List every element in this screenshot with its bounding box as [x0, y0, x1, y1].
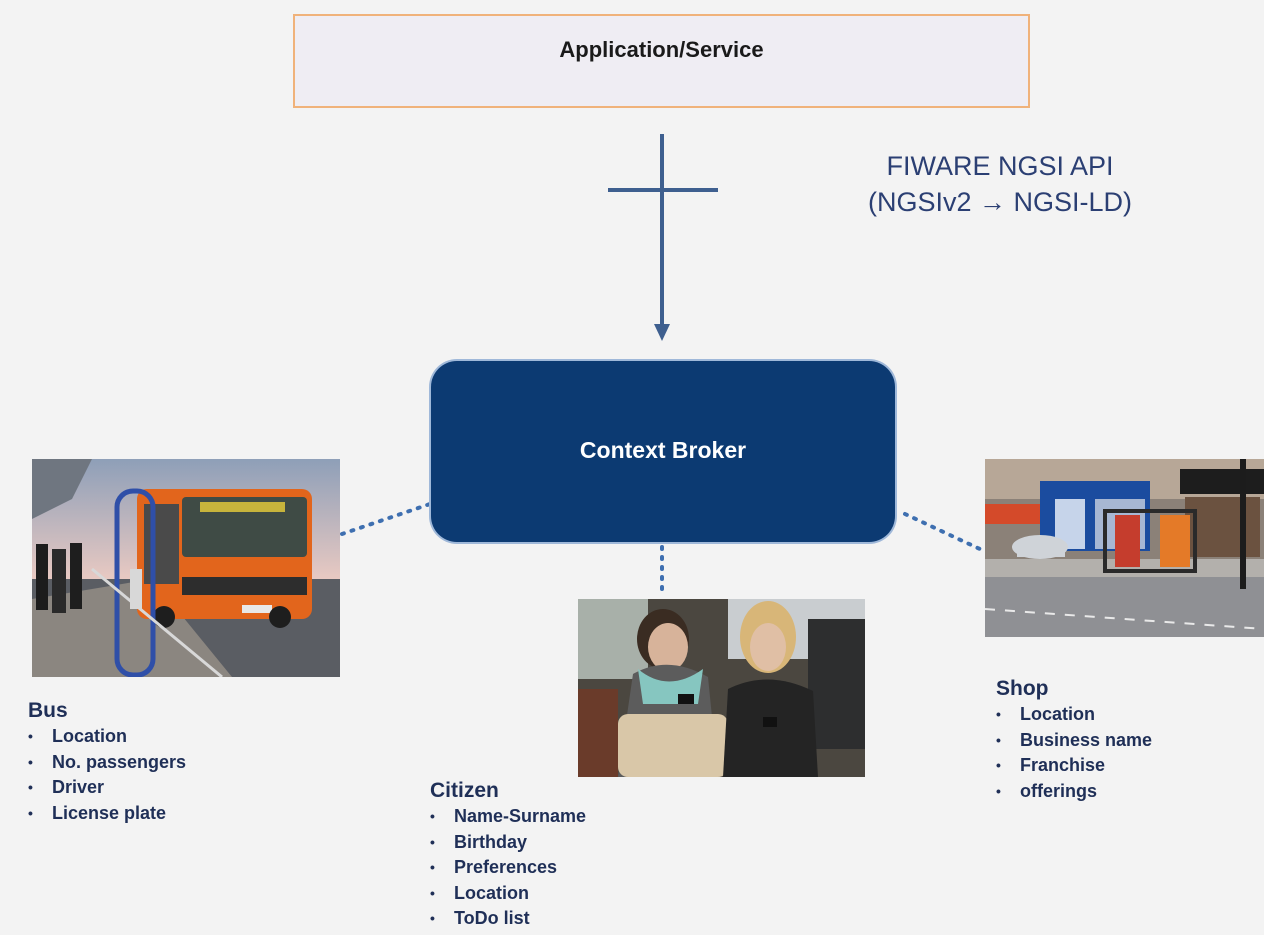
bus-attributes-list: • Location • No. passengers • Driver • Licen…	[28, 724, 186, 826]
list-item: • ToDo list	[430, 906, 586, 932]
bullet-icon: •	[28, 753, 33, 770]
citizen-attribute-location: Location	[454, 882, 529, 903]
bullet-icon: •	[430, 910, 435, 926]
bus-dotted-link	[340, 502, 432, 536]
bus-attribute-passengers: No. passengers	[52, 751, 187, 772]
shop-title: Shop	[996, 677, 1049, 700]
shop-attribute-franchise: Franchise	[1020, 755, 1106, 775]
shop-attribute-offerings: offerings	[1020, 780, 1098, 801]
context-broker-box: Context Broker	[431, 361, 895, 542]
list-item: • Franchise	[996, 753, 1152, 779]
bus-attribute-license-plate: License plate	[52, 802, 167, 823]
list-item: • Name-Surname	[430, 804, 586, 830]
shop-photo	[985, 459, 1264, 637]
shop-attribute-business-name: Business name	[1020, 729, 1153, 750]
bullet-icon: •	[996, 757, 1001, 773]
list-item: • Location	[28, 724, 186, 750]
api-label-line1: FIWARE NGSI API	[886, 151, 1114, 181]
bullet-icon: •	[430, 833, 435, 850]
bus-title: Bus	[28, 699, 68, 722]
bullet-icon: •	[996, 706, 1001, 722]
citizen-attribute-todo: ToDo list	[454, 908, 530, 928]
list-item: • offerings	[996, 779, 1152, 805]
list-item: • Driver	[28, 775, 186, 801]
shop-attribute-location: Location	[1020, 704, 1095, 724]
citizen-attributes-list: • Name-Surname • Birthday • Preferences • Lo…	[430, 804, 586, 932]
bullet-icon: •	[430, 884, 435, 901]
bus-attribute-location: Location	[52, 726, 127, 746]
bullet-icon: •	[430, 808, 435, 824]
list-item: • Business name	[996, 728, 1152, 754]
bullet-icon: •	[430, 859, 435, 875]
application-service-label: Application/Service	[559, 37, 764, 62]
citizen-attribute-birthday: Birthday	[454, 831, 528, 852]
bullet-icon: •	[28, 779, 33, 795]
list-item: • Location	[430, 881, 586, 907]
list-item: • Preferences	[430, 855, 586, 881]
bus-photo	[32, 459, 340, 677]
citizen-photo	[578, 599, 865, 777]
citizen-title: Citizen	[430, 779, 499, 802]
api-arrow-head	[654, 324, 670, 341]
api-label: FIWARE NGSI API (NGSIv2 → NGSI-LD)	[820, 148, 1180, 220]
bullet-icon: •	[28, 804, 33, 821]
bullet-icon: •	[996, 731, 1001, 748]
application-service-box: Application/Service	[293, 14, 1030, 108]
api-label-line2: (NGSIv2 → NGSI-LD)	[867, 187, 1133, 217]
shop-dotted-link	[903, 512, 984, 552]
context-broker-label: Context Broker	[579, 437, 747, 463]
list-item: • Birthday	[430, 830, 586, 856]
citizen-attribute-preferences: Preferences	[454, 857, 558, 877]
list-item: • No. passengers	[28, 750, 186, 776]
citizen-attribute-name: Name-Surname	[454, 806, 587, 826]
list-item: • License plate	[28, 801, 186, 827]
list-item: • Location	[996, 702, 1152, 728]
shop-attributes-list: • Location • Business name • Franchise • off…	[996, 702, 1152, 804]
bullet-icon: •	[996, 782, 1001, 799]
bus-attribute-driver: Driver	[52, 777, 105, 797]
bullet-icon: •	[28, 728, 33, 744]
